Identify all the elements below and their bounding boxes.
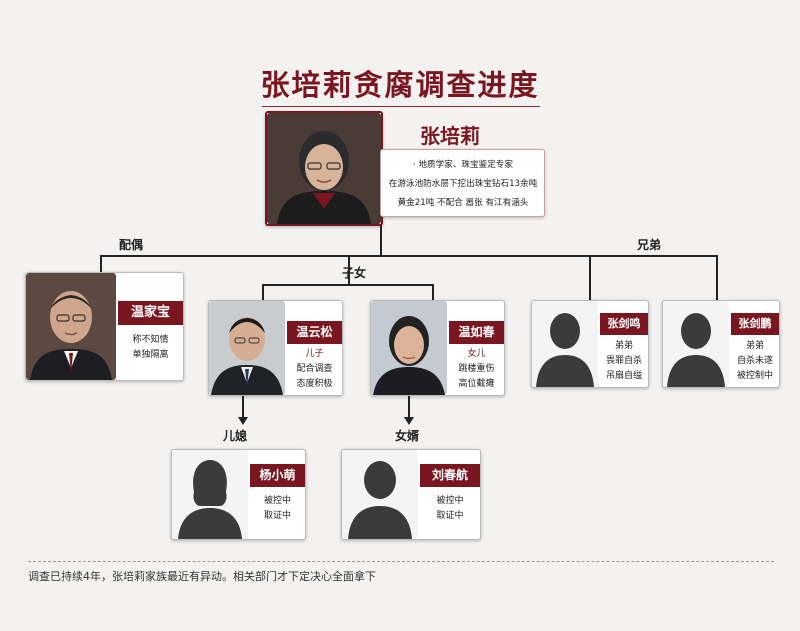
son-in-law-info: 被控中 取证中 bbox=[420, 494, 480, 524]
brother1-drop-line bbox=[589, 255, 591, 301]
main-horizontal-line bbox=[100, 255, 718, 257]
brother2-info: 弟弟 自杀未遂 被控制中 bbox=[731, 339, 779, 384]
footer-text: 调查已持续4年，张培莉家族最近有异动。相关部门才下定决心全面拿下 bbox=[28, 570, 376, 583]
daughter-in-law-info-line-1: 被控中 bbox=[263, 496, 291, 506]
main-photo bbox=[267, 113, 381, 224]
son-arrow-line bbox=[242, 396, 244, 418]
husband-name: 温家宝 bbox=[118, 301, 183, 325]
spouse-drop-line bbox=[100, 255, 102, 272]
main-info-line-2: 在游泳池防水层下挖出珠宝钻石13余吨 bbox=[388, 179, 538, 189]
card-daughter-in-law: 杨小萌 被控中 取证中 bbox=[171, 449, 306, 540]
son-arrow-head bbox=[238, 417, 248, 425]
card-brother2: 张剑鹏 弟弟 自杀未遂 被控制中 bbox=[662, 300, 780, 388]
brother1-info-line-2: 吊扇自缢 bbox=[605, 371, 642, 381]
son-info-line-2: 态度积极 bbox=[296, 379, 333, 389]
daughter-drop-line bbox=[432, 284, 434, 301]
daughter-photo bbox=[371, 301, 447, 395]
brother1-info: 弟弟 畏罪自杀 吊扇自缢 bbox=[600, 339, 648, 384]
card-husband: 温家宝 称不知情 单独隔离 bbox=[25, 272, 184, 381]
label-siblings: 兄弟 bbox=[637, 238, 662, 252]
brother2-name: 张剑鹏 bbox=[731, 313, 779, 335]
son-name: 温云松 bbox=[287, 321, 342, 344]
son-photo bbox=[209, 301, 285, 395]
husband-info-line-2: 单独隔离 bbox=[132, 350, 169, 360]
main-photo-card bbox=[265, 111, 383, 226]
daughter-in-law-info-line-2: 取证中 bbox=[263, 511, 291, 521]
daughter-arrow-head bbox=[404, 417, 414, 425]
son-in-law-info-line-1: 被控中 bbox=[436, 496, 464, 506]
son-in-law-info-line-2: 取证中 bbox=[436, 511, 464, 521]
label-son-in-law: 女婿 bbox=[395, 429, 420, 443]
brother2-info-line-2: 被控制中 bbox=[736, 371, 773, 381]
brother2-role: 弟弟 bbox=[745, 341, 764, 351]
daughter-role: 女儿 bbox=[467, 349, 486, 359]
brother1-silhouette-icon bbox=[532, 301, 598, 387]
label-daughter-in-law: 儿媳 bbox=[223, 429, 248, 443]
main-info-box: · 地质学家、珠宝鉴定专家 在游泳池防水层下挖出珠宝钻石13余吨 黄金21吨 不… bbox=[380, 149, 545, 217]
main-info-line-1: · 地质学家、珠宝鉴定专家 bbox=[413, 160, 513, 170]
footer-divider bbox=[28, 561, 774, 562]
brother2-silhouette-icon bbox=[663, 301, 729, 387]
main-drop-line bbox=[380, 225, 382, 256]
daughter-info: 女儿 跳楼重伤 高位截瘫 bbox=[449, 347, 504, 392]
brother1-name: 张剑鸣 bbox=[600, 313, 648, 335]
children-stem-line bbox=[348, 256, 350, 285]
page-title: 张培莉贪腐调查进度 bbox=[260, 68, 540, 102]
card-son-in-law: 刘春航 被控中 取证中 bbox=[341, 449, 481, 540]
husband-info-line-1: 称不知情 bbox=[132, 335, 169, 345]
main-name: 张培莉 bbox=[420, 124, 480, 148]
children-horizontal-line bbox=[262, 284, 434, 286]
main-info-text: · 地质学家、珠宝鉴定专家 在游泳池防水层下挖出珠宝钻石13余吨 黄金21吨 不… bbox=[383, 156, 543, 213]
brother1-info-line-1: 畏罪自杀 bbox=[605, 356, 642, 366]
label-children: 子女 bbox=[342, 266, 367, 280]
brother1-role: 弟弟 bbox=[614, 341, 633, 351]
daughter-arrow-line bbox=[408, 396, 410, 418]
son-info-line-1: 配合调查 bbox=[296, 364, 333, 374]
daughter-info-line-1: 跳楼重伤 bbox=[458, 364, 495, 374]
daughter-in-law-name: 杨小萌 bbox=[250, 464, 305, 487]
daughter-info-line-2: 高位截瘫 bbox=[458, 379, 495, 389]
husband-info: 称不知情 单独隔离 bbox=[118, 333, 183, 363]
label-spouse: 配偶 bbox=[119, 238, 144, 252]
son-in-law-silhouette-icon bbox=[342, 450, 418, 539]
main-info-line-3: 黄金21吨 不配合 嚣张 有江有涵头 bbox=[397, 198, 529, 208]
son-role: 儿子 bbox=[305, 349, 324, 359]
daughter-name: 温如春 bbox=[449, 321, 504, 344]
card-son: 温云松 儿子 配合调查 态度积极 bbox=[208, 300, 343, 396]
son-info: 儿子 配合调查 态度积极 bbox=[287, 347, 342, 392]
husband-photo bbox=[26, 273, 116, 380]
son-in-law-name: 刘春航 bbox=[420, 464, 480, 487]
brother2-info-line-1: 自杀未遂 bbox=[736, 356, 773, 366]
daughter-in-law-silhouette-icon bbox=[172, 450, 248, 539]
card-daughter: 温如春 女儿 跳楼重伤 高位截瘫 bbox=[370, 300, 505, 396]
title-underline bbox=[262, 106, 540, 107]
son-drop-line bbox=[262, 284, 264, 301]
daughter-in-law-info: 被控中 取证中 bbox=[250, 494, 305, 524]
brother2-drop-line bbox=[716, 255, 718, 301]
card-brother1: 张剑鸣 弟弟 畏罪自杀 吊扇自缢 bbox=[531, 300, 649, 388]
